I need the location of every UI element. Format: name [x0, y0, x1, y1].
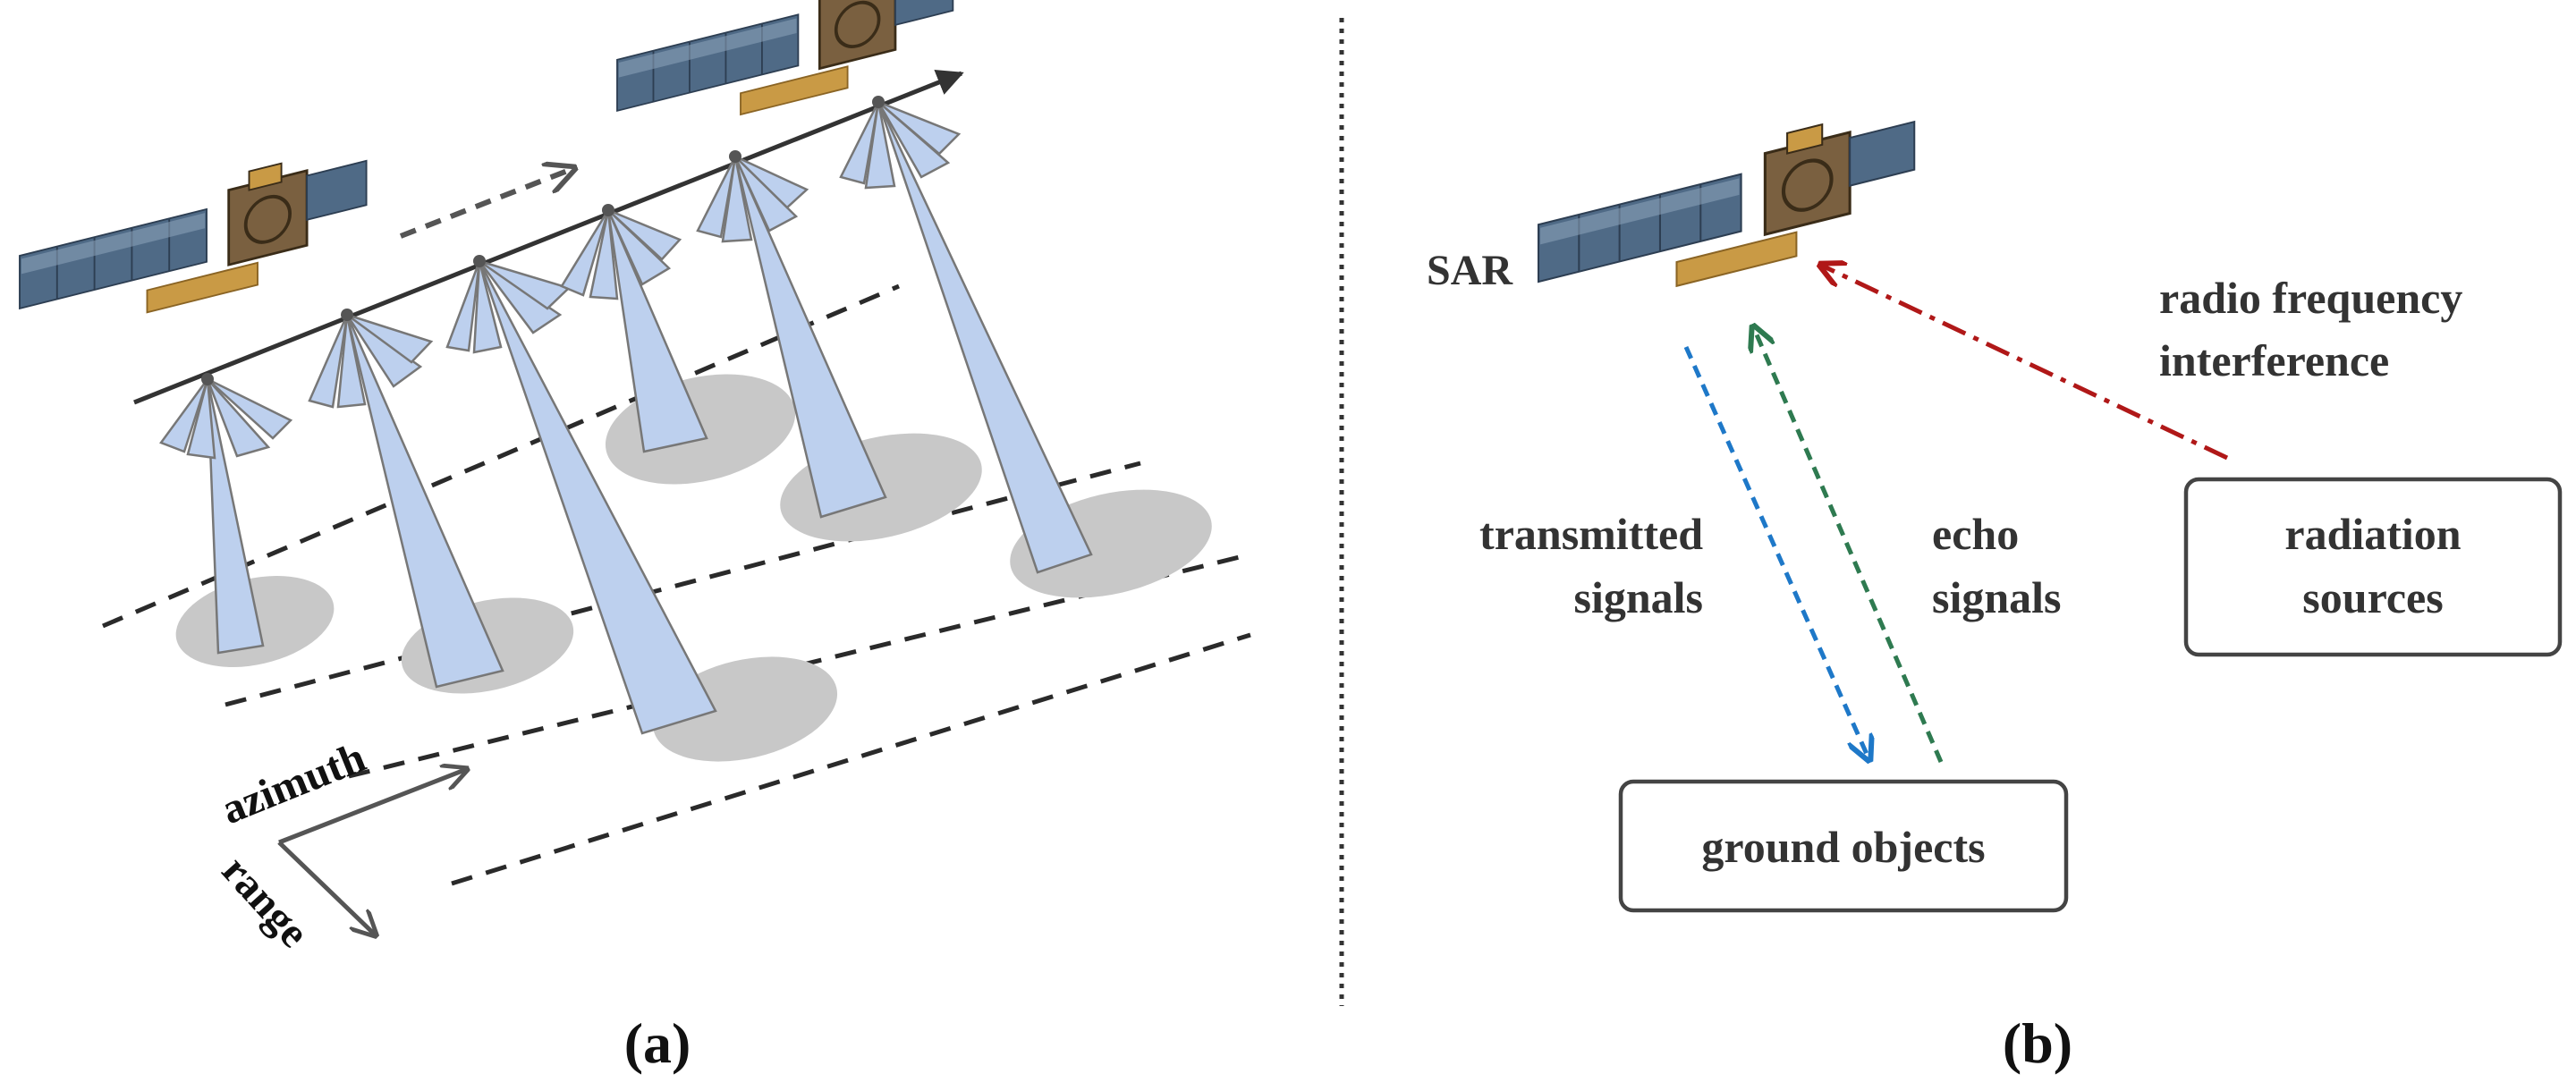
range-axis-arrow [277, 841, 376, 935]
ground-objects-label: ground objects [1701, 822, 1985, 872]
echo-signal-arrow [1753, 326, 1944, 763]
azimuth-label: azimuth [215, 733, 372, 833]
panel-a-caption: (a) [624, 1011, 691, 1075]
radiation-sources-box [2183, 477, 2563, 657]
ground-objects-box [1618, 779, 2069, 913]
beam-origins [201, 96, 885, 385]
echo-label-line2: signals [1932, 572, 2062, 622]
rfi-label-line2: interference [2159, 335, 2389, 385]
satellite-icon [1538, 101, 1914, 320]
radar-beams [159, 100, 1093, 735]
panel-b-caption: (b) [2003, 1011, 2072, 1075]
coordinate-axes: azimuth range [213, 733, 467, 957]
echo-label-line1: echo [1932, 509, 2019, 559]
rfi-label-line1: radio frequency [2159, 273, 2462, 323]
panel-b: SAR radio frequency interference transmi… [1427, 101, 2563, 1075]
radiation-label-line2: sources [2302, 572, 2443, 622]
rfi-arrow [1820, 265, 2229, 461]
azimuth-axis-arrow [278, 769, 467, 845]
transmitted-signal-arrow [1683, 345, 1869, 760]
sar-label: SAR [1427, 247, 1513, 294]
motion-arrow [399, 168, 574, 239]
radiation-label-line1: radiation [2284, 509, 2461, 559]
satellite-icon [18, 140, 369, 346]
transmitted-label-line1: transmitted [1479, 509, 1703, 559]
transmitted-label-line2: signals [1573, 572, 1703, 622]
panel-a: azimuth range (a) [18, 0, 1251, 1075]
orbit-line [133, 70, 964, 405]
